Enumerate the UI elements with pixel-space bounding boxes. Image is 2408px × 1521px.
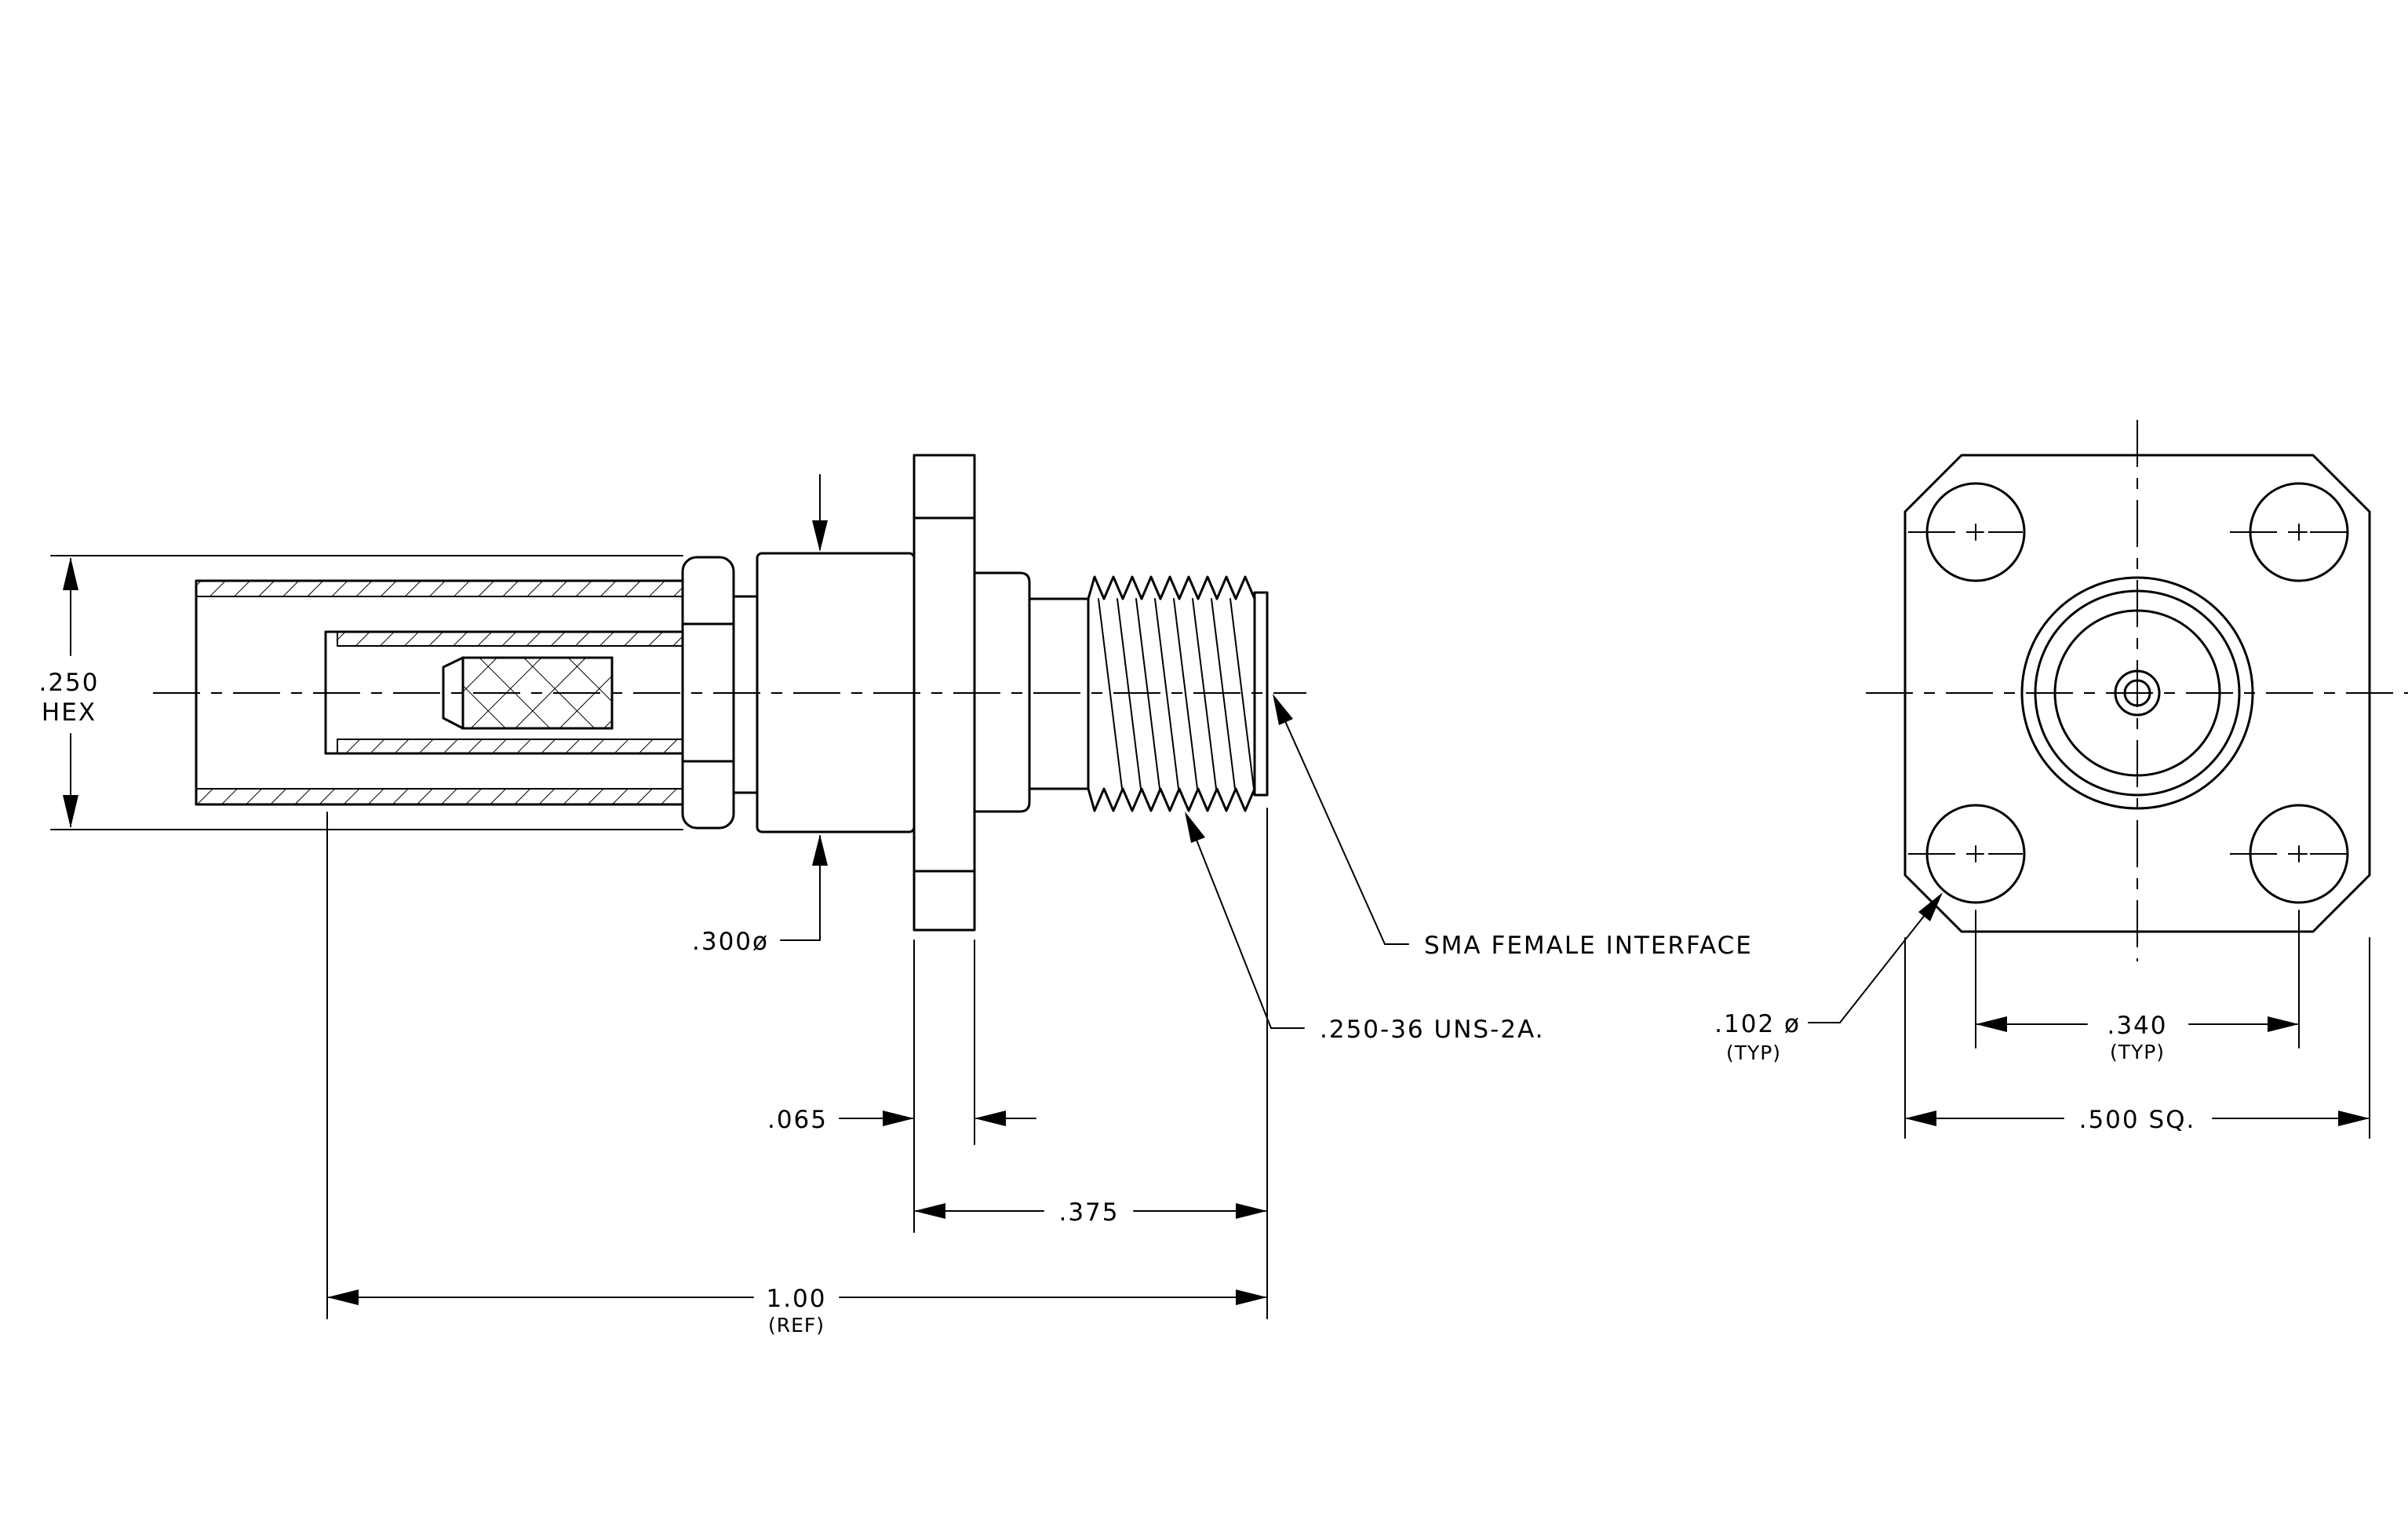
dim-flange-thickness: .065 (767, 1106, 1036, 1134)
mounting-holes (1925, 482, 2349, 904)
dim-flange-to-end: .375 (914, 1198, 1267, 1227)
threaded-section (1087, 575, 1269, 812)
callout-interface: SMA FEMALE INTERFACE (1273, 694, 1753, 960)
overall-note: (REF) (768, 1314, 825, 1337)
hole-spacing-note: (TYP) (2110, 1041, 2165, 1063)
side-view: .250 HEX .300ø .065 (38, 454, 1753, 1337)
flange (913, 454, 976, 932)
mounting-hole (1925, 804, 2026, 904)
mounting-hole (2249, 482, 2349, 582)
cable-shield (195, 579, 684, 806)
hole-dia-label: .102 ø (1714, 1010, 1801, 1038)
dim-flange-size: .500 SQ. (1905, 1106, 2370, 1134)
dim-hole-dia: .102 ø (TYP) (1714, 892, 1943, 1064)
thread-label: .250-36 UNS-2A. (1320, 1016, 1545, 1044)
inner-tube (324, 630, 684, 755)
flange-thickness-label: .065 (767, 1106, 828, 1134)
dim-hex: .250 HEX (38, 555, 683, 830)
hex-dim-label: .250 (38, 669, 99, 697)
dim-hole-spacing: .340 (TYP) (1976, 1012, 2299, 1063)
hole-dia-note: (TYP) (1726, 1041, 1781, 1064)
extension-lines (326, 808, 1268, 1319)
center-contact (442, 656, 614, 730)
dim-body-dia: .300ø (692, 474, 828, 956)
mounting-hole (2249, 804, 2349, 904)
front-view: .102 ø (TYP) .340 (TYP) .500 SQ. (1714, 420, 2408, 1139)
hex-nut (681, 556, 759, 830)
body-dia-label: .300ø (692, 928, 769, 956)
square-flange (1903, 454, 2371, 933)
callout-thread: .250-36 UNS-2A. (1185, 812, 1545, 1044)
hole-spacing-label: .340 (2107, 1012, 2167, 1040)
flange-size-label: .500 SQ. (2079, 1106, 2196, 1134)
mounting-hole (1925, 482, 2026, 582)
flange-to-end-label: .375 (1058, 1198, 1119, 1227)
hex-dim-note: HEX (42, 698, 97, 727)
interface-rings (2020, 576, 2254, 810)
dim-overall: 1.00 (REF) (327, 1285, 1267, 1337)
overall-label: 1.00 (766, 1285, 826, 1313)
interface-label: SMA FEMALE INTERFACE (1424, 932, 1753, 960)
